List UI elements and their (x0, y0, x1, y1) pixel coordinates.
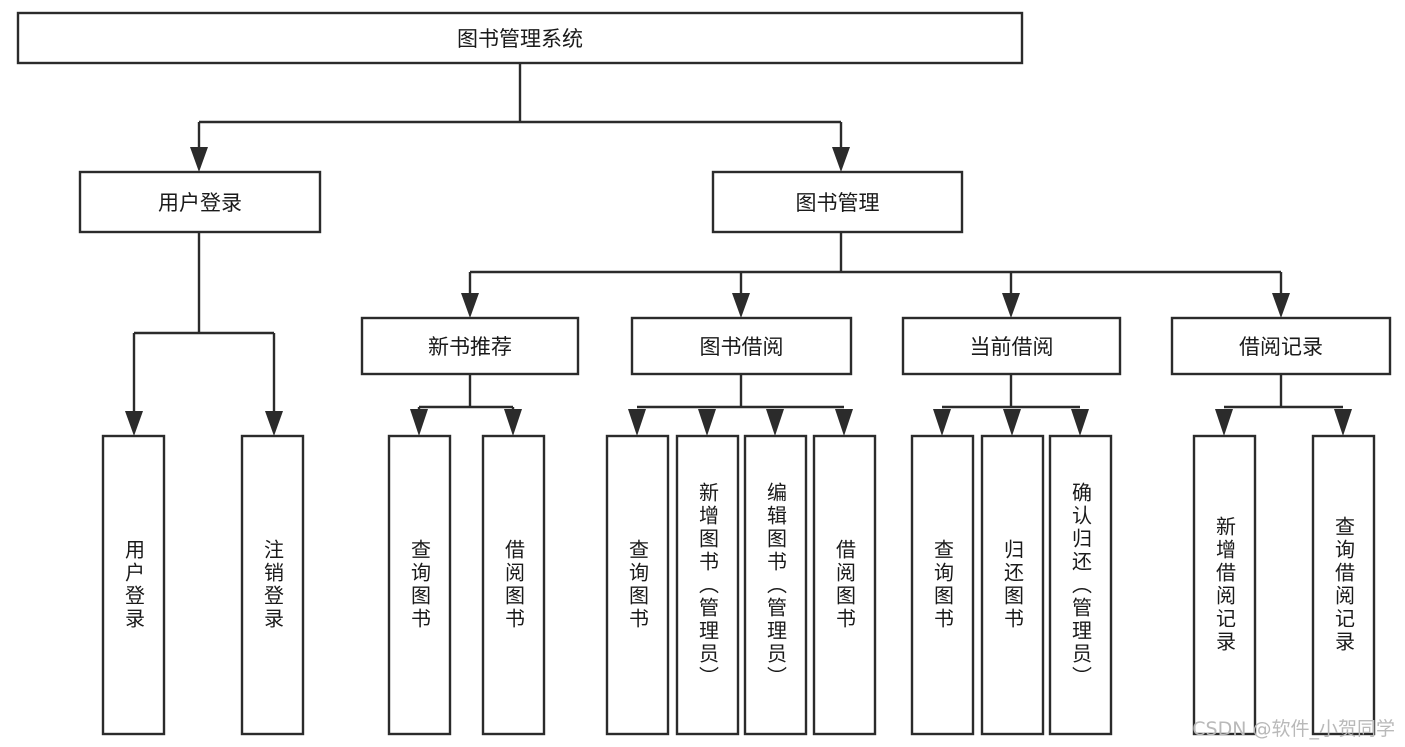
arrow-head-br-leaf2 (1334, 409, 1352, 436)
arrow-head-nbr-leaf1 (410, 409, 428, 436)
arrow-head-new-book-recommend (461, 293, 479, 318)
arrow-head-nbr-leaf2 (504, 409, 522, 436)
node-leaf-user-login[interactable] (101, 434, 166, 736)
arrow-head-br-leaf1 (1215, 409, 1233, 436)
node-new-book-recommend[interactable] (360, 316, 580, 376)
node-leaf-add-book-admin[interactable] (675, 434, 740, 736)
node-leaf-query-book-cb[interactable] (910, 434, 975, 736)
node-leaf-query-borrow-record[interactable] (1311, 434, 1376, 736)
arrow-head-current-borrow (1002, 293, 1020, 318)
node-leaf-logout-login[interactable] (240, 434, 305, 736)
arrow-head-leaf-logout-login (265, 411, 283, 436)
arrow-head-bb-leaf4 (835, 409, 853, 436)
node-leaf-borrow-book-nbr[interactable] (481, 434, 546, 736)
node-book-borrow[interactable] (630, 316, 853, 376)
node-user-login[interactable] (78, 170, 322, 234)
node-root-book-management-system[interactable] (16, 11, 1024, 65)
arrow-head-cb-leaf2 (1003, 409, 1021, 436)
arrow-head-book-management (832, 147, 850, 172)
node-current-borrow[interactable] (901, 316, 1122, 376)
arrow-head-cb-leaf1 (933, 409, 951, 436)
arrow-head-bb-leaf3 (766, 409, 784, 436)
node-leaf-borrow-book-bb[interactable] (812, 434, 877, 736)
csdn-watermark: CSDN @软件_小贺同学 (1192, 718, 1395, 740)
arrow-head-bb-leaf2 (698, 409, 716, 436)
node-leaf-query-book-nbr[interactable] (387, 434, 452, 736)
arrow-head-user-login (190, 147, 208, 172)
node-leaf-edit-book-admin[interactable] (743, 434, 808, 736)
arrow-head-bb-leaf1 (628, 409, 646, 436)
arrow-head-leaf-user-login (125, 411, 143, 436)
node-borrow-record[interactable] (1170, 316, 1392, 376)
node-leaf-return-book[interactable] (980, 434, 1045, 736)
node-leaf-query-book-bb[interactable] (605, 434, 670, 736)
arrow-head-cb-leaf3 (1071, 409, 1089, 436)
arrow-head-book-borrow (732, 293, 750, 318)
node-leaf-confirm-return-admin[interactable] (1048, 434, 1113, 736)
node-book-management[interactable] (711, 170, 964, 234)
arrow-head-borrow-record (1272, 293, 1290, 318)
node-leaf-add-borrow-record[interactable] (1192, 434, 1257, 736)
